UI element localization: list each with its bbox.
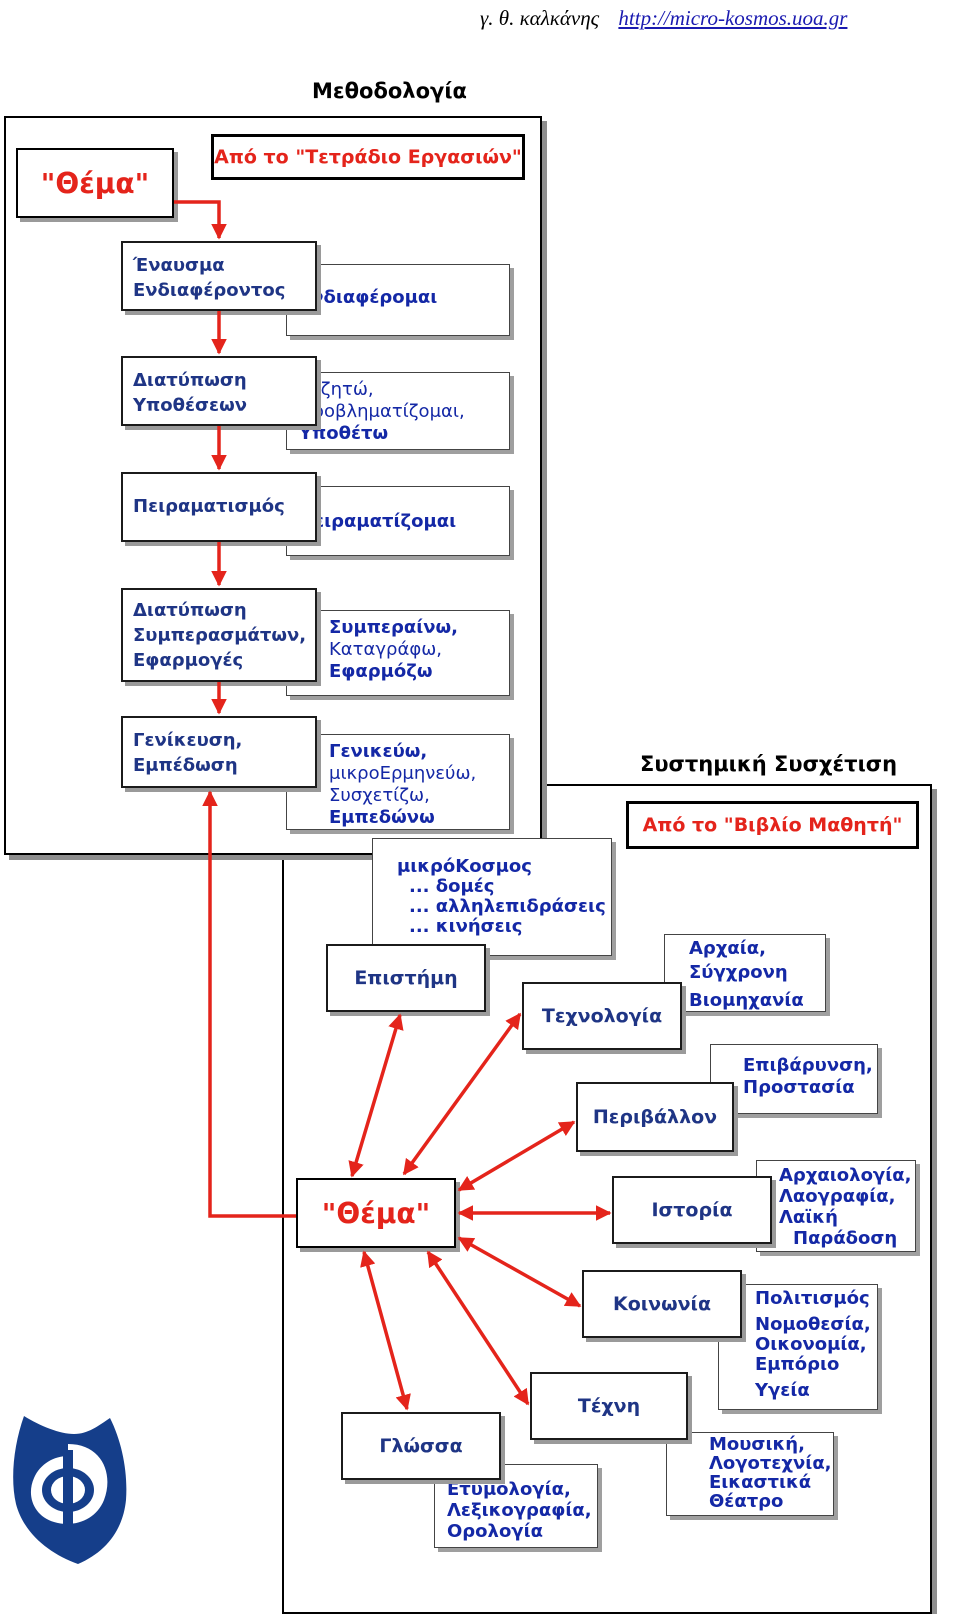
- stage-line: Ενδιαφέροντος: [133, 280, 286, 301]
- stage-line: Εφαρμογές: [133, 650, 244, 671]
- systemic-theme-box: "Θέμα": [296, 1178, 456, 1248]
- methodology-title: Μεθοδολογία: [312, 79, 467, 103]
- action-line: Συμπεραίνω,: [329, 617, 458, 638]
- detail-line: Ορολογία: [447, 1521, 543, 1542]
- action-line: Συζητώ,: [299, 379, 374, 400]
- stage-line: Πειραματισμός: [133, 496, 285, 517]
- action-line: Εμπεδώνω: [329, 807, 435, 828]
- page-header: γ. θ. καλκάνης http://micro-kosmos.uoa.g…: [480, 6, 847, 31]
- stage-line: Διατύπωση: [133, 370, 247, 391]
- detail-line: ... δομές: [409, 876, 495, 897]
- link-arrow-language: [360, 1250, 411, 1411]
- website-link[interactable]: http://micro-kosmos.uoa.gr: [618, 6, 848, 30]
- stage-box-4: Διατύπωση Συμπερασμάτων, Εφαρμογές: [121, 588, 317, 682]
- feedback-arrow: [202, 790, 296, 1218]
- detail-line: Επιβάρυνση,: [743, 1055, 873, 1076]
- detail-box-language: Ετυμολογία, Λεξικογραφία, Ορολογία: [434, 1464, 598, 1548]
- link-arrow-science: [348, 1013, 404, 1178]
- stage-line: Έναυσμα: [133, 255, 225, 276]
- node-language: Γλώσσα: [341, 1412, 501, 1480]
- methodology-theme-box: "Θέμα": [16, 148, 174, 218]
- flow-arrow: [174, 200, 227, 240]
- action-line: Εφαρμόζω: [329, 661, 433, 682]
- detail-line: Υγεία: [755, 1380, 810, 1401]
- action-box-5: Γενικεύω, μικροΕρμηνεύω, Συσχετίζω, Εμπε…: [286, 734, 510, 830]
- node-history: Ιστορία: [612, 1176, 772, 1244]
- detail-line: Σύγχρονη: [689, 962, 788, 983]
- detail-box-art: Μουσική, Λογοτεχνία, Εικαστικά Θέατρο: [666, 1432, 834, 1516]
- systemic-source-label: Από το "Βιβλίο Μαθητή": [626, 801, 919, 849]
- detail-line: Εμπόριο: [755, 1354, 840, 1375]
- detail-line: Εικαστικά: [709, 1472, 812, 1493]
- detail-box-history: Αρχαιολογία, Λαογραφία, Λαϊκή Παράδοση: [756, 1160, 916, 1252]
- action-box-4: Συμπεραίνω, Καταγράφω, Εφαρμόζω: [286, 610, 510, 696]
- action-line: Πειραματίζομαι: [299, 511, 457, 532]
- stage-line: Συμπερασμάτων,: [133, 625, 307, 646]
- detail-line: Λογοτεχνία,: [709, 1453, 832, 1474]
- detail-line: Βιομηχανία: [689, 990, 804, 1011]
- action-line: Ενδιαφέρομαι: [299, 287, 438, 308]
- detail-box-technology: Αρχαία, Σύγχρονη Βιομηχανία: [664, 934, 826, 1012]
- stage-line: Γενίκευση,: [133, 730, 243, 751]
- action-line: μικροΕρμηνεύω,: [329, 763, 477, 784]
- stage-box-3: Πειραματισμός: [121, 472, 317, 542]
- detail-line: Αρχαιολογία,: [779, 1165, 912, 1186]
- action-line: Συσχετίζω,: [329, 785, 430, 806]
- action-line: Προβληματίζομαι,: [299, 401, 465, 422]
- action-box-2: Συζητώ, Προβληματίζομαι, Υποθέτω: [286, 372, 510, 450]
- detail-line: Αρχαία,: [689, 938, 767, 959]
- author-name: γ. θ. καλκάνης: [480, 6, 600, 30]
- detail-line: Πολιτισμός: [755, 1288, 870, 1309]
- link-arrow-environment: [457, 1120, 576, 1192]
- node-art: Τέχνη: [530, 1372, 688, 1440]
- stage-box-1: Έναυσμα Ενδιαφέροντος: [121, 241, 317, 311]
- detail-line: μικρόΚοσμος: [397, 856, 532, 877]
- detail-line: Λαϊκή: [779, 1207, 838, 1228]
- stage-box-5: Γενίκευση, Εμπέδωση: [121, 716, 317, 788]
- detail-line: Νομοθεσία,: [755, 1314, 871, 1335]
- action-box-1: Ενδιαφέρομαι: [286, 264, 510, 336]
- stage-line: Υποθέσεων: [133, 395, 247, 416]
- detail-line: Θέατρο: [709, 1491, 784, 1512]
- action-line: Καταγράφω,: [329, 639, 442, 660]
- node-environment: Περιβάλλον: [576, 1082, 734, 1152]
- link-arrow-society: [457, 1236, 582, 1308]
- stage-line: Διατύπωση: [133, 600, 247, 621]
- stage-line: Εμπέδωση: [133, 755, 238, 776]
- detail-line: ... κινήσεις: [409, 916, 523, 937]
- node-technology: Τεχνολογία: [522, 982, 682, 1050]
- stage-box-2: Διατύπωση Υποθέσεων: [121, 356, 317, 426]
- detail-line: Μουσική,: [709, 1434, 805, 1455]
- owl-phi-logo-icon: [13, 1416, 127, 1564]
- action-box-3: Πειραματίζομαι: [286, 486, 510, 556]
- action-line: Γενικεύω,: [329, 741, 428, 762]
- detail-line: Παράδοση: [793, 1228, 898, 1249]
- methodology-source-label: Από το "Τετράδιο Εργασιών": [211, 134, 525, 180]
- action-line: Υποθέτω: [299, 423, 389, 444]
- detail-line: Λεξικογραφία,: [447, 1500, 592, 1521]
- detail-line: ... αλληλεπιδράσεις: [409, 896, 606, 917]
- detail-line: Προστασία: [743, 1077, 855, 1098]
- detail-line: Λαογραφία,: [779, 1186, 896, 1207]
- detail-line: Ετυμολογία,: [447, 1479, 571, 1500]
- detail-line: Οικονομία,: [755, 1334, 867, 1355]
- node-science: Επιστήμη: [326, 944, 486, 1012]
- link-arrow-technology: [402, 1012, 522, 1176]
- link-arrow-art: [426, 1250, 530, 1406]
- systemic-title: Συστημική Συσχέτιση: [640, 752, 898, 776]
- node-society: Κοινωνία: [582, 1270, 742, 1338]
- detail-box-society: Πολιτισμός Νομοθεσία, Οικονομία, Εμπόριο…: [718, 1284, 878, 1410]
- detail-box-environment: Επιβάρυνση, Προστασία: [710, 1044, 878, 1114]
- detail-box-science: μικρόΚοσμος ... δομές ... αλληλεπιδράσει…: [372, 838, 612, 956]
